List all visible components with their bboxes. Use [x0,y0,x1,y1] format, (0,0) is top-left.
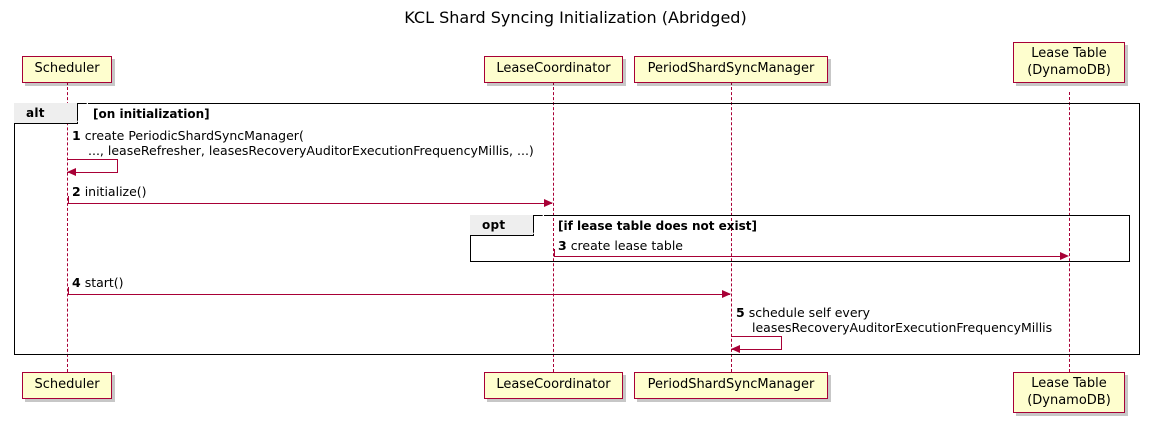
message-1-label-line2: ..., leaseRefresher, leasesRecoveryAudit… [88,143,534,159]
participant-scheduler-top[interactable]: Scheduler [22,56,112,83]
message-4-number: 4 [72,275,81,290]
message-5-label-line2: leasesRecoveryAuditorExecutionFrequencyM… [752,320,1052,336]
participant-scheduler-bottom[interactable]: Scheduler [22,372,112,399]
message-5-number: 5 [736,305,745,320]
fragment-alt [14,103,1140,355]
message-3-text: create lease table [570,238,683,253]
message-3-number: 3 [558,238,567,253]
participant-label: Scheduler [34,61,100,77]
message-2-number: 2 [72,184,81,199]
lifeline-scheduler [67,82,68,372]
participant-label-line2: (DynamoDB) [1027,392,1111,408]
participant-lease-table-bottom[interactable]: Lease Table (DynamoDB) [1013,372,1125,413]
message-5-label: 5 schedule self every [736,305,870,321]
message-4-label: 4 start() [72,275,124,291]
participant-label: PeriodShardSyncManager [647,61,815,77]
message-3-arrowhead [1060,252,1069,260]
message-4-source-tick [68,287,69,295]
fragment-opt [470,215,1130,262]
participant-label-line2: (DynamoDB) [1027,62,1111,78]
fragment-alt-keyword: alt [14,101,88,124]
message-2-arrowhead [544,199,553,207]
fragment-keyword-text: opt [482,218,506,232]
message-5-arrowhead [731,345,740,353]
message-2-text: initialize() [84,184,147,199]
message-3-label: 3 create lease table [558,238,683,254]
diagram-title: KCL Shard Syncing Initialization (Abridg… [404,8,747,27]
fragment-alt-guard: [on initialization] [93,107,210,121]
message-2-label: 2 initialize() [72,184,147,200]
message-1-text-line1: create PeriodicShardSyncManager( [84,128,304,143]
message-3-arrow-line [554,256,1060,257]
message-2-arrow-line [68,203,552,204]
participant-label: LeaseCoordinator [496,377,611,393]
participant-label: Scheduler [34,377,100,393]
participant-period-shard-sync-manager-bottom[interactable]: PeriodShardSyncManager [634,372,828,399]
message-1-self-loop [67,159,118,173]
message-5-text-line2: leasesRecoveryAuditorExecutionFrequencyM… [752,320,1053,335]
participant-label-line1: Lease Table [1031,46,1107,62]
lifeline-period-shard-sync-manager [731,82,732,372]
fragment-opt-guard: [if lease table does not exist] [558,219,758,233]
message-4-arrowhead [722,290,731,298]
message-2-source-tick [68,196,69,204]
lifeline-lease-coordinator [553,82,554,372]
participant-label-line1: Lease Table [1031,376,1107,392]
message-5-self-loop [731,336,782,350]
participant-label: PeriodShardSyncManager [647,377,815,393]
message-1-arrowhead [67,168,76,176]
fragment-keyword-text: alt [26,106,45,120]
participant-lease-coordinator-top[interactable]: LeaseCoordinator [484,56,623,83]
message-4-arrow-line [68,294,730,295]
message-1-number: 1 [72,128,81,143]
message-4-text: start() [84,275,124,290]
participant-lease-table-top[interactable]: Lease Table (DynamoDB) [1013,42,1125,83]
fragment-opt-keyword: opt [470,213,544,236]
message-3-source-tick [554,249,555,257]
lifeline-lease-table [1069,92,1070,372]
message-1-label: 1 create PeriodicShardSyncManager( [72,128,304,144]
message-5-text-line1: schedule self every [748,305,871,320]
message-1-text-line2: ..., leaseRefresher, leasesRecoveryAudit… [88,143,534,158]
participant-label: LeaseCoordinator [496,61,611,77]
participant-lease-coordinator-bottom[interactable]: LeaseCoordinator [484,372,623,399]
participant-period-shard-sync-manager-top[interactable]: PeriodShardSyncManager [634,56,828,83]
